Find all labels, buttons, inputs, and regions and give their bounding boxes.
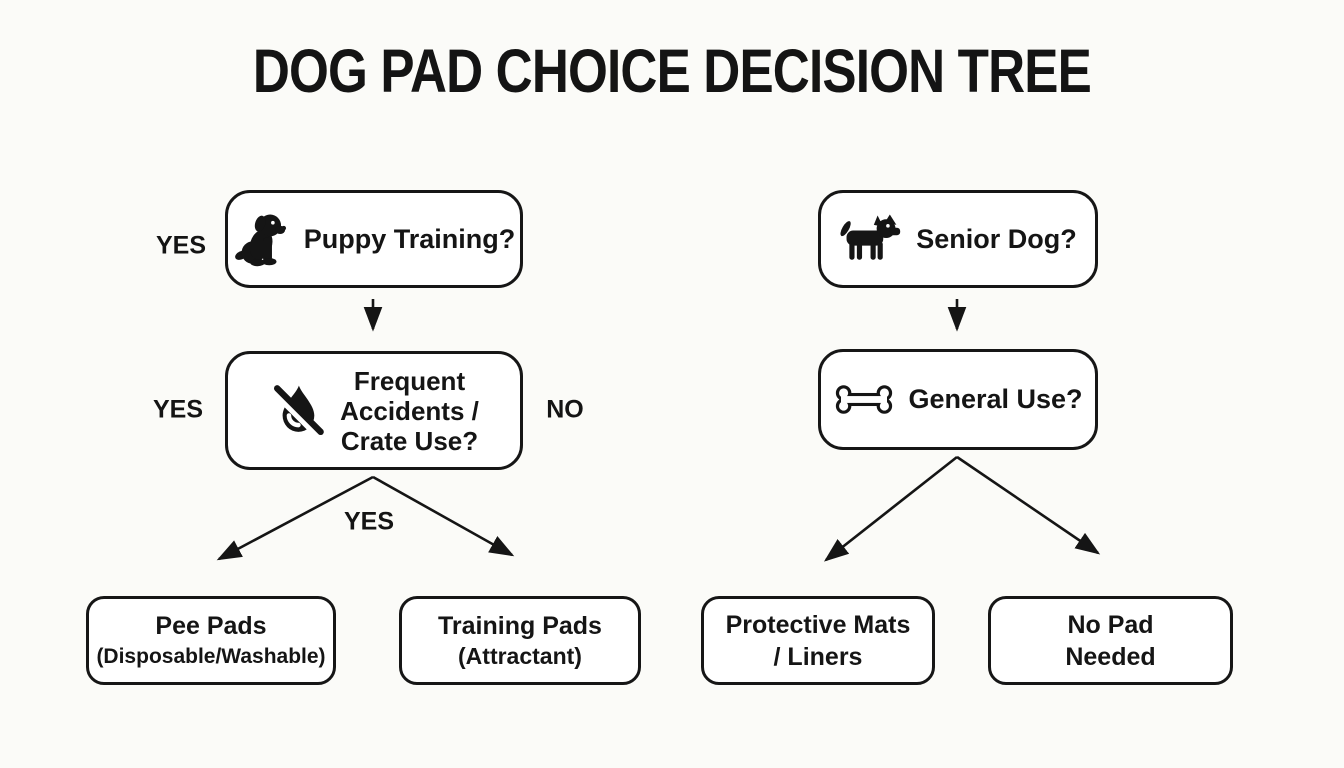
outcome-protective-mats: Protective Mats / Liners [701, 596, 935, 685]
node-label: Puppy Training? [303, 223, 516, 254]
arrow-general-to-mats [823, 455, 958, 562]
bone-icon [833, 382, 895, 417]
outcome-training-pads: Training Pads (Attractant) [399, 596, 641, 685]
node-general-use: General Use? [818, 349, 1098, 450]
outcome-pee-pads: Pee Pads (Disposable/Washable) [86, 596, 336, 685]
node-label-line: Accidents / [340, 395, 479, 426]
node-label: General Use? [908, 384, 1083, 414]
outcome-label-line: / Liners [773, 642, 863, 671]
outcome-label-line: (Attractant) [458, 643, 582, 669]
edge-label-yes-frequent: YES [152, 395, 204, 424]
edge-label-yes-puppy: YES [155, 231, 207, 260]
droplet-slash-icon [269, 380, 327, 442]
node-senior-dog: Senior Dog? [818, 190, 1098, 288]
node-label-line: Crate Use? [340, 425, 479, 456]
outcome-label-line: Protective Mats [725, 610, 911, 639]
dog-icon [839, 214, 903, 264]
node-label: Senior Dog? [916, 223, 1077, 254]
edge-label-yes-split: YES [343, 507, 395, 536]
outcome-label-line: Needed [1065, 642, 1156, 671]
node-frequent-accidents: Frequent Accidents / Crate Use? [225, 351, 523, 470]
puppy-icon [233, 208, 291, 270]
node-label-line: Frequent [353, 365, 466, 396]
node-puppy-training: Puppy Training? [225, 190, 523, 288]
node-label-multiline: Frequent Accidents / Crate Use? [340, 366, 479, 456]
outcome-label-line: No Pad [1067, 610, 1154, 639]
outcome-no-pad-needed: No Pad Needed [988, 596, 1233, 685]
outcome-label-line: (Disposable/Washable) [96, 645, 326, 668]
title-bar: DOG PAD CHOICE DECISION TREE [0, 36, 1344, 106]
page-title: DOG PAD CHOICE DECISION TREE [252, 37, 1092, 105]
outcome-label-line: Pee Pads [155, 612, 267, 640]
edge-label-no-frequent: NO [546, 395, 584, 424]
outcome-label-line: Training Pads [438, 612, 602, 640]
arrow-general-to-nopad [956, 455, 1101, 555]
